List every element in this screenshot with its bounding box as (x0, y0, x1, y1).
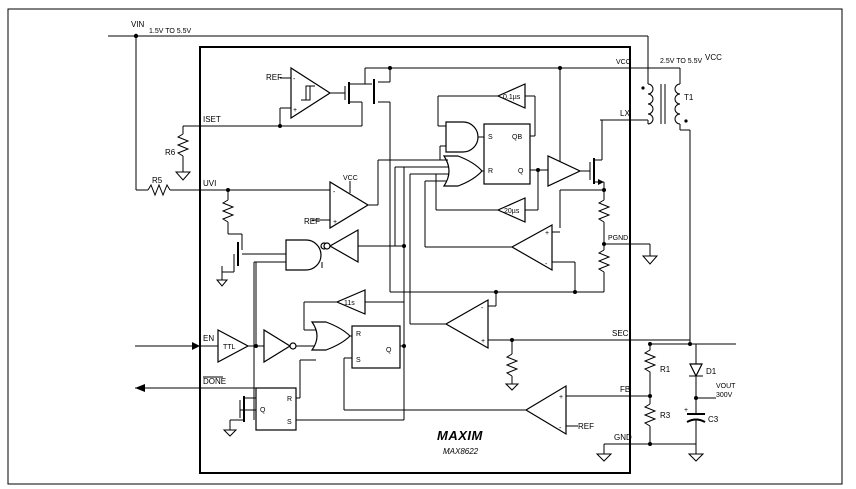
rs-flipflop-en (343, 325, 526, 411)
c3-plus: + (684, 407, 688, 414)
uvi-inverter (328, 228, 359, 264)
t1-label: T1 (684, 93, 694, 102)
sec-comp-minus: - (481, 305, 484, 312)
ff2-r-label: R (356, 331, 361, 338)
ttl-label: TTL (223, 344, 236, 351)
gnd-pin (595, 443, 650, 462)
r3-label: R3 (660, 411, 671, 420)
vcc-pin-label: VCC (616, 59, 631, 66)
timer-20us-label: 20µs (504, 208, 520, 215)
or-gate-main (378, 155, 484, 187)
vcc-comp-label: VCC (343, 175, 358, 182)
ff3-r-label: R (287, 396, 292, 403)
r1-label: R1 (660, 365, 671, 374)
iset-pin-label: ISET (203, 115, 221, 124)
comp1-minus: - (293, 76, 296, 83)
maxim-logo: MAXIM (437, 428, 484, 443)
ff3-q-label: Q (260, 407, 266, 414)
and-gate-top (439, 121, 484, 160)
r5-label: R5 (152, 176, 163, 185)
done-pin-label: DONE (203, 377, 226, 386)
uvi-discharge (215, 190, 286, 287)
uvi-pin-label: UVI (203, 179, 216, 188)
en-pin-label: EN (203, 334, 214, 343)
ic-boundary (199, 46, 631, 474)
uvi-comp-plus: + (333, 219, 337, 226)
vout-label: VOUT (716, 383, 736, 390)
fb-comp-plus: + (559, 394, 563, 401)
vin-label: VIN (131, 20, 145, 29)
ff3-s-label: S (287, 419, 292, 426)
vout-value: 300V (716, 392, 733, 399)
current-sense-amp (424, 181, 576, 292)
r6-ground-symbol (174, 171, 192, 181)
timer-01us (437, 83, 536, 136)
vin-range-label: 1.5V TO 5.5V (149, 28, 191, 35)
d1-label: D1 (706, 367, 717, 376)
r3-resistor (643, 403, 657, 427)
timer-11s-label: 11s (344, 300, 355, 307)
c3-label: C3 (708, 415, 719, 424)
sec-pin-label: SEC (612, 329, 629, 338)
ff-qb-label: QB (512, 134, 522, 141)
timer-11s (303, 289, 404, 331)
uvi-comp-minus: - (333, 189, 336, 196)
ref-label-mid: REF (304, 217, 320, 226)
output-stage (643, 342, 736, 462)
ff-q-label: Q (518, 168, 524, 175)
transformer-t1 (600, 83, 691, 344)
and-gate-enable (253, 167, 406, 420)
vcc-range-label: 2.5V TO 5.5V (660, 58, 702, 65)
r6-label: R6 (165, 148, 176, 157)
r5-resistor (147, 183, 171, 197)
timer-01us-label: 0.1µs (503, 94, 521, 101)
gnd-pin-label: GND (614, 433, 632, 442)
vin-rail (108, 33, 649, 197)
ref-label-fb: REF (578, 422, 594, 431)
ff-s-label: S (488, 134, 493, 141)
iset-comparator (278, 66, 332, 128)
iset-network (174, 125, 280, 181)
ref-label-top: REF (266, 73, 282, 82)
r6-resistor (176, 133, 190, 157)
pgnd-pin-label: PGND (608, 235, 628, 242)
figure-frame (7, 8, 843, 485)
r1-resistor (643, 344, 657, 386)
top-pass-transistor (280, 66, 640, 127)
pgnd-ground-symbol (641, 255, 659, 265)
uvi-comparator (200, 160, 379, 230)
ff2-s-label: S (356, 357, 361, 364)
timer-20us (435, 170, 539, 223)
ff2-q-label: Q (386, 347, 392, 354)
sec-comparator (389, 112, 690, 391)
sec-comp-plus: + (481, 338, 485, 345)
en-input-path (135, 262, 316, 364)
part-number: MAX8622 (443, 447, 479, 456)
ttl-buffer (217, 329, 250, 363)
fb-pin-label: FB (620, 385, 630, 394)
rs-flipflop-main (483, 123, 548, 185)
done-output (135, 346, 405, 437)
vcc-top-label: VCC (705, 53, 722, 62)
en-inverter (263, 328, 292, 364)
or-gate-en (310, 321, 352, 351)
csa-plus: + (545, 230, 549, 237)
lx-driver (547, 120, 606, 200)
csa-minus: - (545, 261, 548, 268)
comp1-plus: + (293, 107, 297, 114)
fb-comparator (524, 384, 650, 436)
lx-pin-label: LX (620, 109, 630, 118)
d1-diode (689, 363, 703, 378)
vcc-rail (558, 66, 681, 170)
ff-r-label: R (488, 168, 493, 175)
fb-comp-minus: - (559, 425, 562, 432)
